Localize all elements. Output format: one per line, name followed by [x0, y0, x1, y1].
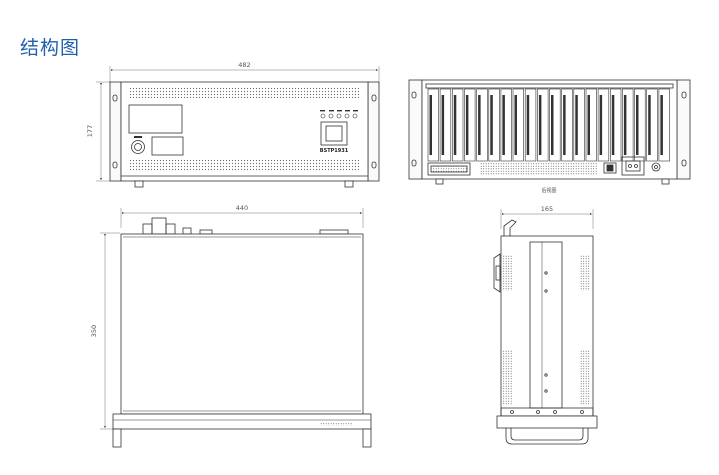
rear-view [408, 79, 691, 185]
card-slot-handle [599, 95, 603, 155]
card-slot-handle [636, 95, 639, 155]
card-slot [537, 88, 549, 162]
card-slot [658, 88, 670, 162]
card-slot-handle [538, 95, 542, 155]
card-slot-handle [648, 95, 651, 155]
card-slot [561, 88, 573, 162]
card-slot [476, 88, 488, 162]
card-slot-handle [502, 95, 505, 155]
card-slot-handle [587, 95, 590, 155]
card-slot-handle [478, 95, 481, 155]
card-slot-handle [623, 95, 627, 155]
card-slot-handle [526, 95, 530, 155]
card-slot-handle [563, 95, 566, 155]
card-slot-handle [660, 95, 663, 155]
card-slot-handle [429, 95, 432, 155]
card-slot [549, 88, 561, 162]
card-slot-handle [575, 95, 578, 155]
top-view [100, 208, 372, 448]
side-view [493, 209, 598, 445]
card-slot-handle [453, 95, 457, 155]
page-title: 结构图 [20, 37, 81, 59]
card-slot [597, 88, 610, 162]
card-slot [585, 88, 597, 162]
card-slot [646, 88, 658, 162]
card-slot [524, 88, 537, 162]
card-slot [464, 88, 476, 162]
top-depth-dimension: 350 [90, 325, 98, 337]
model-label: BSTP1931 [320, 148, 349, 154]
card-slot-handle [490, 95, 493, 155]
card-slot [512, 88, 524, 162]
card-slot [451, 88, 464, 162]
card-slot [500, 88, 512, 162]
card-slot-handle [465, 95, 469, 155]
front-view [96, 66, 380, 188]
card-slot-handle [514, 95, 517, 155]
card-slot [488, 88, 500, 162]
front-width-dimension: 482 [238, 61, 250, 69]
card-slot [439, 88, 452, 162]
card-slot [427, 88, 439, 162]
card-slot [609, 88, 622, 162]
top-width-dimension: 440 [236, 204, 248, 212]
card-slot-handle [441, 95, 445, 155]
rear-view-caption: 后视图 [541, 187, 556, 194]
card-slot-handle [611, 95, 615, 155]
card-slot [573, 88, 585, 162]
side-width-dimension: 165 [541, 205, 553, 213]
front-height-dimension: 177 [86, 125, 94, 137]
card-slot-handle [551, 95, 554, 155]
